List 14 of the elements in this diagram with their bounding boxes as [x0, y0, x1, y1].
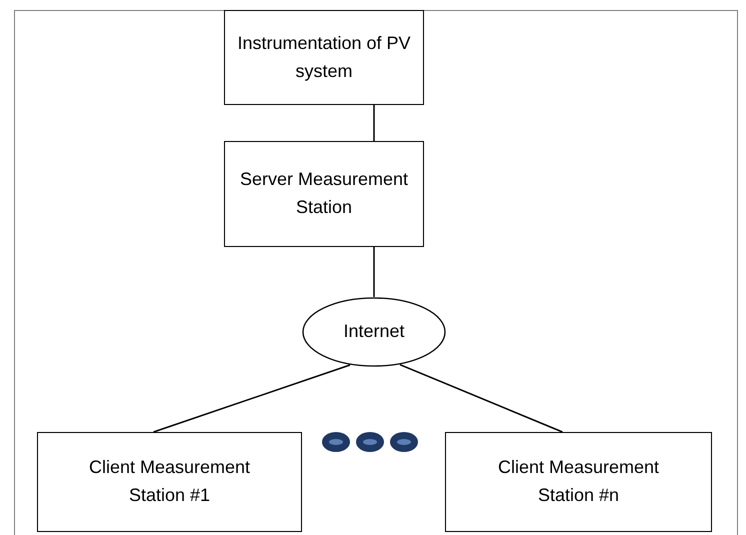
node-label: Internet — [342, 320, 406, 344]
process-box — [445, 432, 712, 532]
node-label: Server Measurement Station — [238, 168, 410, 219]
process-box — [37, 432, 302, 532]
network-ellipse — [302, 297, 446, 367]
connector-line — [373, 105, 375, 141]
connector-line — [400, 364, 563, 433]
process-box — [224, 141, 424, 247]
connector-line — [373, 247, 375, 297]
node-label: Client Measurement Station #1 — [88, 456, 252, 507]
node-label: Instrumentation of PV system — [236, 32, 412, 83]
node-label: Client Measurement Station #n — [496, 456, 660, 507]
process-box — [224, 10, 424, 105]
connector-line — [153, 364, 350, 433]
